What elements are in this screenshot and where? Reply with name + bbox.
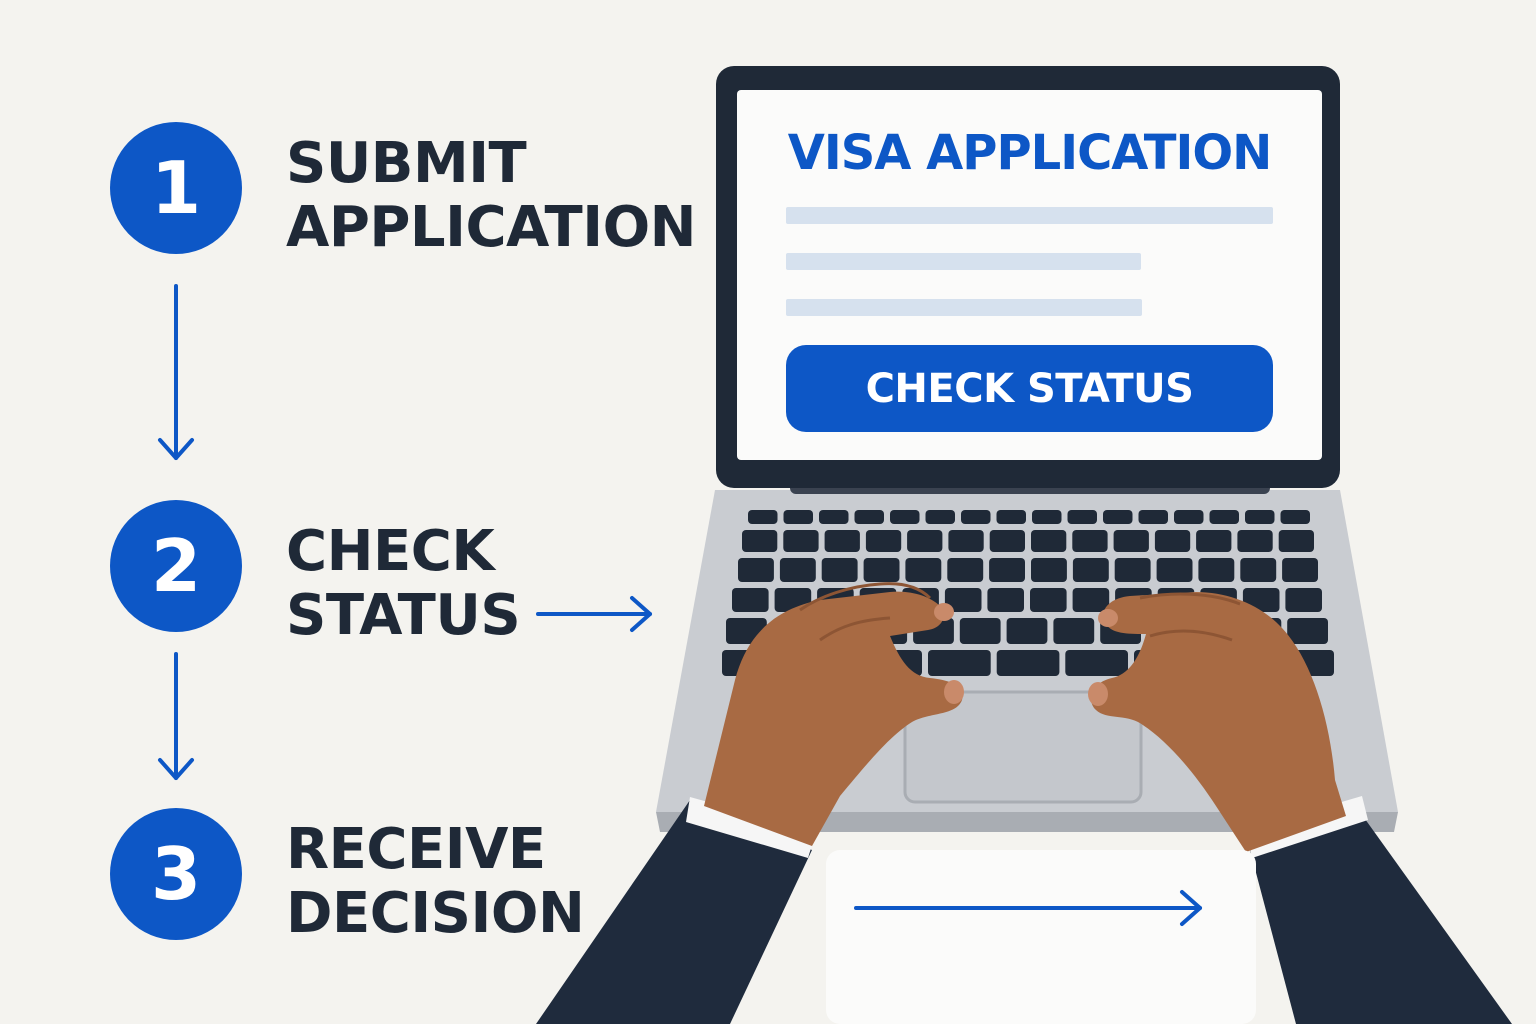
step-number-badge: 2 xyxy=(110,500,242,632)
keyboard-key xyxy=(783,510,813,524)
keyboard-key xyxy=(989,558,1025,582)
right-sleeve xyxy=(1250,812,1512,1024)
keyboard-key xyxy=(1285,588,1322,612)
keyboard-key xyxy=(890,510,920,524)
form-line xyxy=(786,253,1141,270)
keyboard-key xyxy=(1280,510,1310,524)
keyboard-key xyxy=(987,588,1024,612)
step-label-line: RECEIVE xyxy=(286,817,546,882)
keyboard-key xyxy=(748,510,778,524)
keyboard-key xyxy=(783,530,819,552)
touchpad xyxy=(903,690,1143,804)
keyboard-key xyxy=(854,510,884,524)
keyboard-key xyxy=(928,650,991,676)
keyboard-key xyxy=(1245,510,1275,524)
keyboard-key xyxy=(996,650,1060,676)
step-number-badge: 3 xyxy=(110,808,242,940)
keyboard-key xyxy=(824,530,860,552)
keyboard-key xyxy=(742,530,778,552)
desk-pad xyxy=(826,850,1256,1024)
keyboard-key xyxy=(944,588,982,612)
keyboard-key xyxy=(961,510,991,524)
keyboard-key xyxy=(905,558,942,582)
keyboard-key xyxy=(819,510,849,524)
left-sleeve xyxy=(536,800,812,1024)
keyboard-key xyxy=(1072,530,1108,552)
keyboard-key xyxy=(1209,510,1239,524)
form-line xyxy=(786,299,1142,316)
keyboard-key xyxy=(907,530,943,552)
keyboard-key xyxy=(1237,530,1273,552)
keyboard-key xyxy=(1287,618,1328,644)
left-cuff xyxy=(686,797,816,858)
keyboard-key xyxy=(1030,588,1067,612)
step-label-submit-application: SUBMIT APPLICATION xyxy=(286,131,697,260)
step-label-line: CHECK xyxy=(286,519,495,584)
step-label-check-status: CHECK STATUS xyxy=(286,519,521,648)
keyboard-key xyxy=(1067,510,1097,524)
keyboard-key xyxy=(732,588,769,612)
left-hand-icon xyxy=(704,582,964,846)
keyboard-key xyxy=(1072,588,1110,612)
check-status-button[interactable]: CHECK STATUS xyxy=(786,345,1273,432)
keyboard-key xyxy=(1032,510,1062,524)
keyboard-key xyxy=(1154,530,1191,552)
keyboard-key xyxy=(959,618,1001,644)
keyboard-key xyxy=(1114,558,1151,582)
keyboard-key xyxy=(1031,530,1067,552)
keyboard-key xyxy=(1196,530,1232,552)
step-label-receive-decision: RECEIVE DECISION xyxy=(286,817,585,946)
screen-title: VISA APPLICATION xyxy=(787,125,1273,181)
keyboard-key xyxy=(1138,510,1168,524)
form-line xyxy=(786,207,1273,224)
keyboard-key xyxy=(947,558,984,582)
keyboard-key xyxy=(865,530,902,552)
arrow-right-icon xyxy=(536,596,652,632)
keyboard-key xyxy=(1006,618,1048,644)
keyboard-key xyxy=(1113,530,1149,552)
keyboard-key xyxy=(863,558,900,582)
keyboard-key xyxy=(1174,510,1204,524)
keyboard-key xyxy=(925,510,955,524)
arrow-down-icon xyxy=(158,284,194,460)
keyboard-key xyxy=(948,530,984,552)
keyboard-key xyxy=(1103,510,1133,524)
keyboard-key xyxy=(996,510,1026,524)
step-label-line: SUBMIT xyxy=(286,131,527,196)
keyboard-key xyxy=(1240,558,1277,582)
arrow-down-icon xyxy=(158,652,194,780)
step-number-badge: 1 xyxy=(110,122,242,254)
keyboard-key xyxy=(1198,558,1235,582)
keyboard-key xyxy=(1031,558,1067,582)
keyboard-key xyxy=(821,558,858,582)
keyboard-key xyxy=(1282,558,1318,582)
keyboard-key xyxy=(1053,618,1095,644)
keyboard-key xyxy=(1156,558,1193,582)
keyboard-key xyxy=(1278,530,1314,552)
keyboard-key xyxy=(1072,558,1109,582)
step-label-line: STATUS xyxy=(286,583,521,648)
step-label-line: DECISION xyxy=(286,881,585,946)
arrow-right-icon xyxy=(854,890,1202,926)
right-hand-icon xyxy=(1088,592,1346,852)
keyboard-key xyxy=(1065,650,1128,676)
step-label-line: APPLICATION xyxy=(286,195,697,260)
keyboard-key xyxy=(989,530,1025,552)
keyboard-key xyxy=(779,558,816,582)
keyboard-key xyxy=(738,558,774,582)
